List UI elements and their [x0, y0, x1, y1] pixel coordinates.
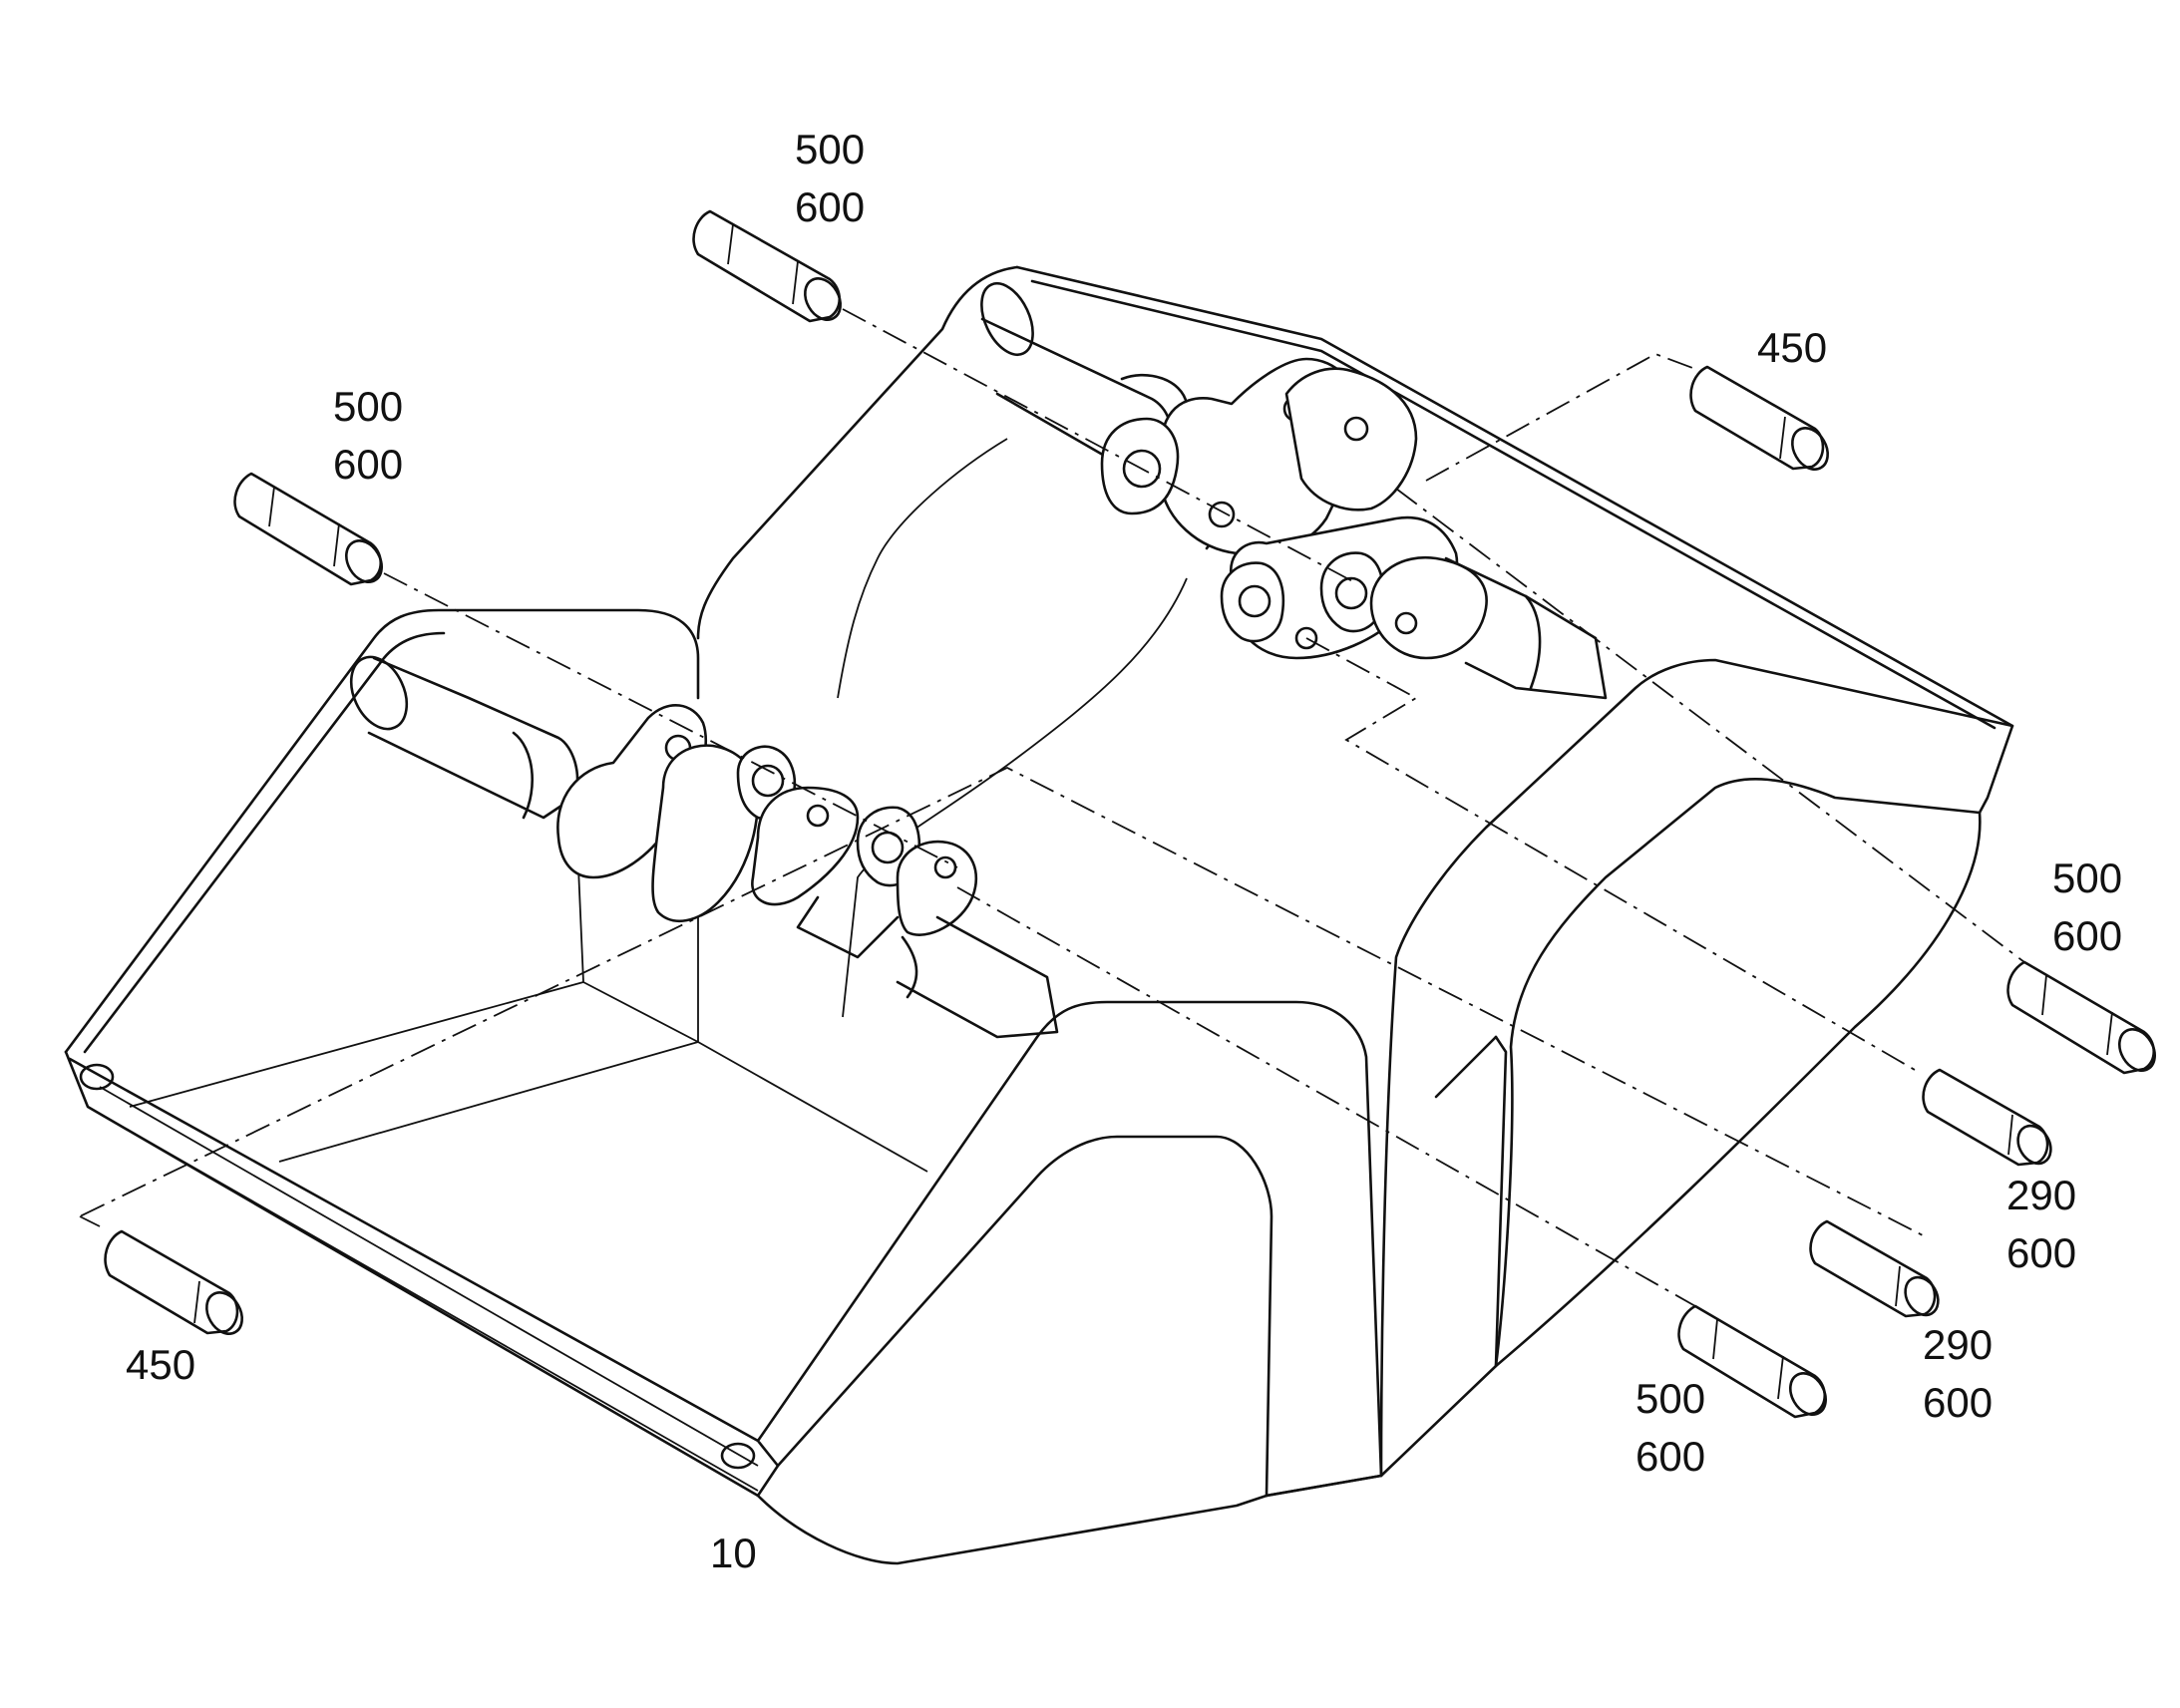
pin-right-upper-drawing: [2006, 960, 2156, 1075]
callout-pin-bottom-right-2: 600: [1635, 1433, 1705, 1480]
lower-shaft-assembly: [349, 655, 1059, 1039]
bucket-body: [64, 265, 2014, 1565]
callout-pin-bottom-left: 450: [126, 1341, 195, 1388]
callout-pin-top-left-2: 600: [795, 183, 865, 230]
callout-pin-bottom-right-1: 500: [1635, 1375, 1705, 1422]
callout-pin-mid-left-1: 500: [333, 383, 403, 430]
pin-mid-left-drawing: [233, 472, 383, 586]
pin-right-b-drawing: [1809, 1219, 1940, 1318]
callout-pin-right-upper-1: 500: [2052, 854, 2122, 901]
pin-right-a-drawing: [1922, 1068, 2052, 1167]
callout-pin-right-b-2: 600: [1923, 1379, 1993, 1426]
callout-pin-right-a-1: 290: [2006, 1172, 2076, 1218]
callout-pin-top-left-1: 500: [795, 126, 865, 172]
pin-bottom-left-drawing: [104, 1229, 243, 1335]
pin-top-left-drawing: [692, 209, 842, 323]
upper-shaft-assembly: [980, 282, 1608, 700]
pins: [104, 209, 2156, 1419]
callout-bucket: 10: [710, 1530, 757, 1576]
callout-pin-right-upper-2: 600: [2052, 912, 2122, 959]
callout-pin-right-b-1: 290: [1923, 1321, 1993, 1368]
pin-bottom-right-drawing: [1677, 1304, 1827, 1419]
callout-pin-right-a-2: 600: [2006, 1229, 2076, 1276]
callout-pin-top-right: 450: [1757, 324, 1827, 371]
callout-labels: 10 500 600 500 600 450 450 500 600 290 6…: [126, 126, 2122, 1576]
callout-pin-mid-left-2: 600: [333, 441, 403, 488]
center-lines: [77, 308, 2025, 1307]
pin-top-right-drawing: [1689, 365, 1829, 471]
